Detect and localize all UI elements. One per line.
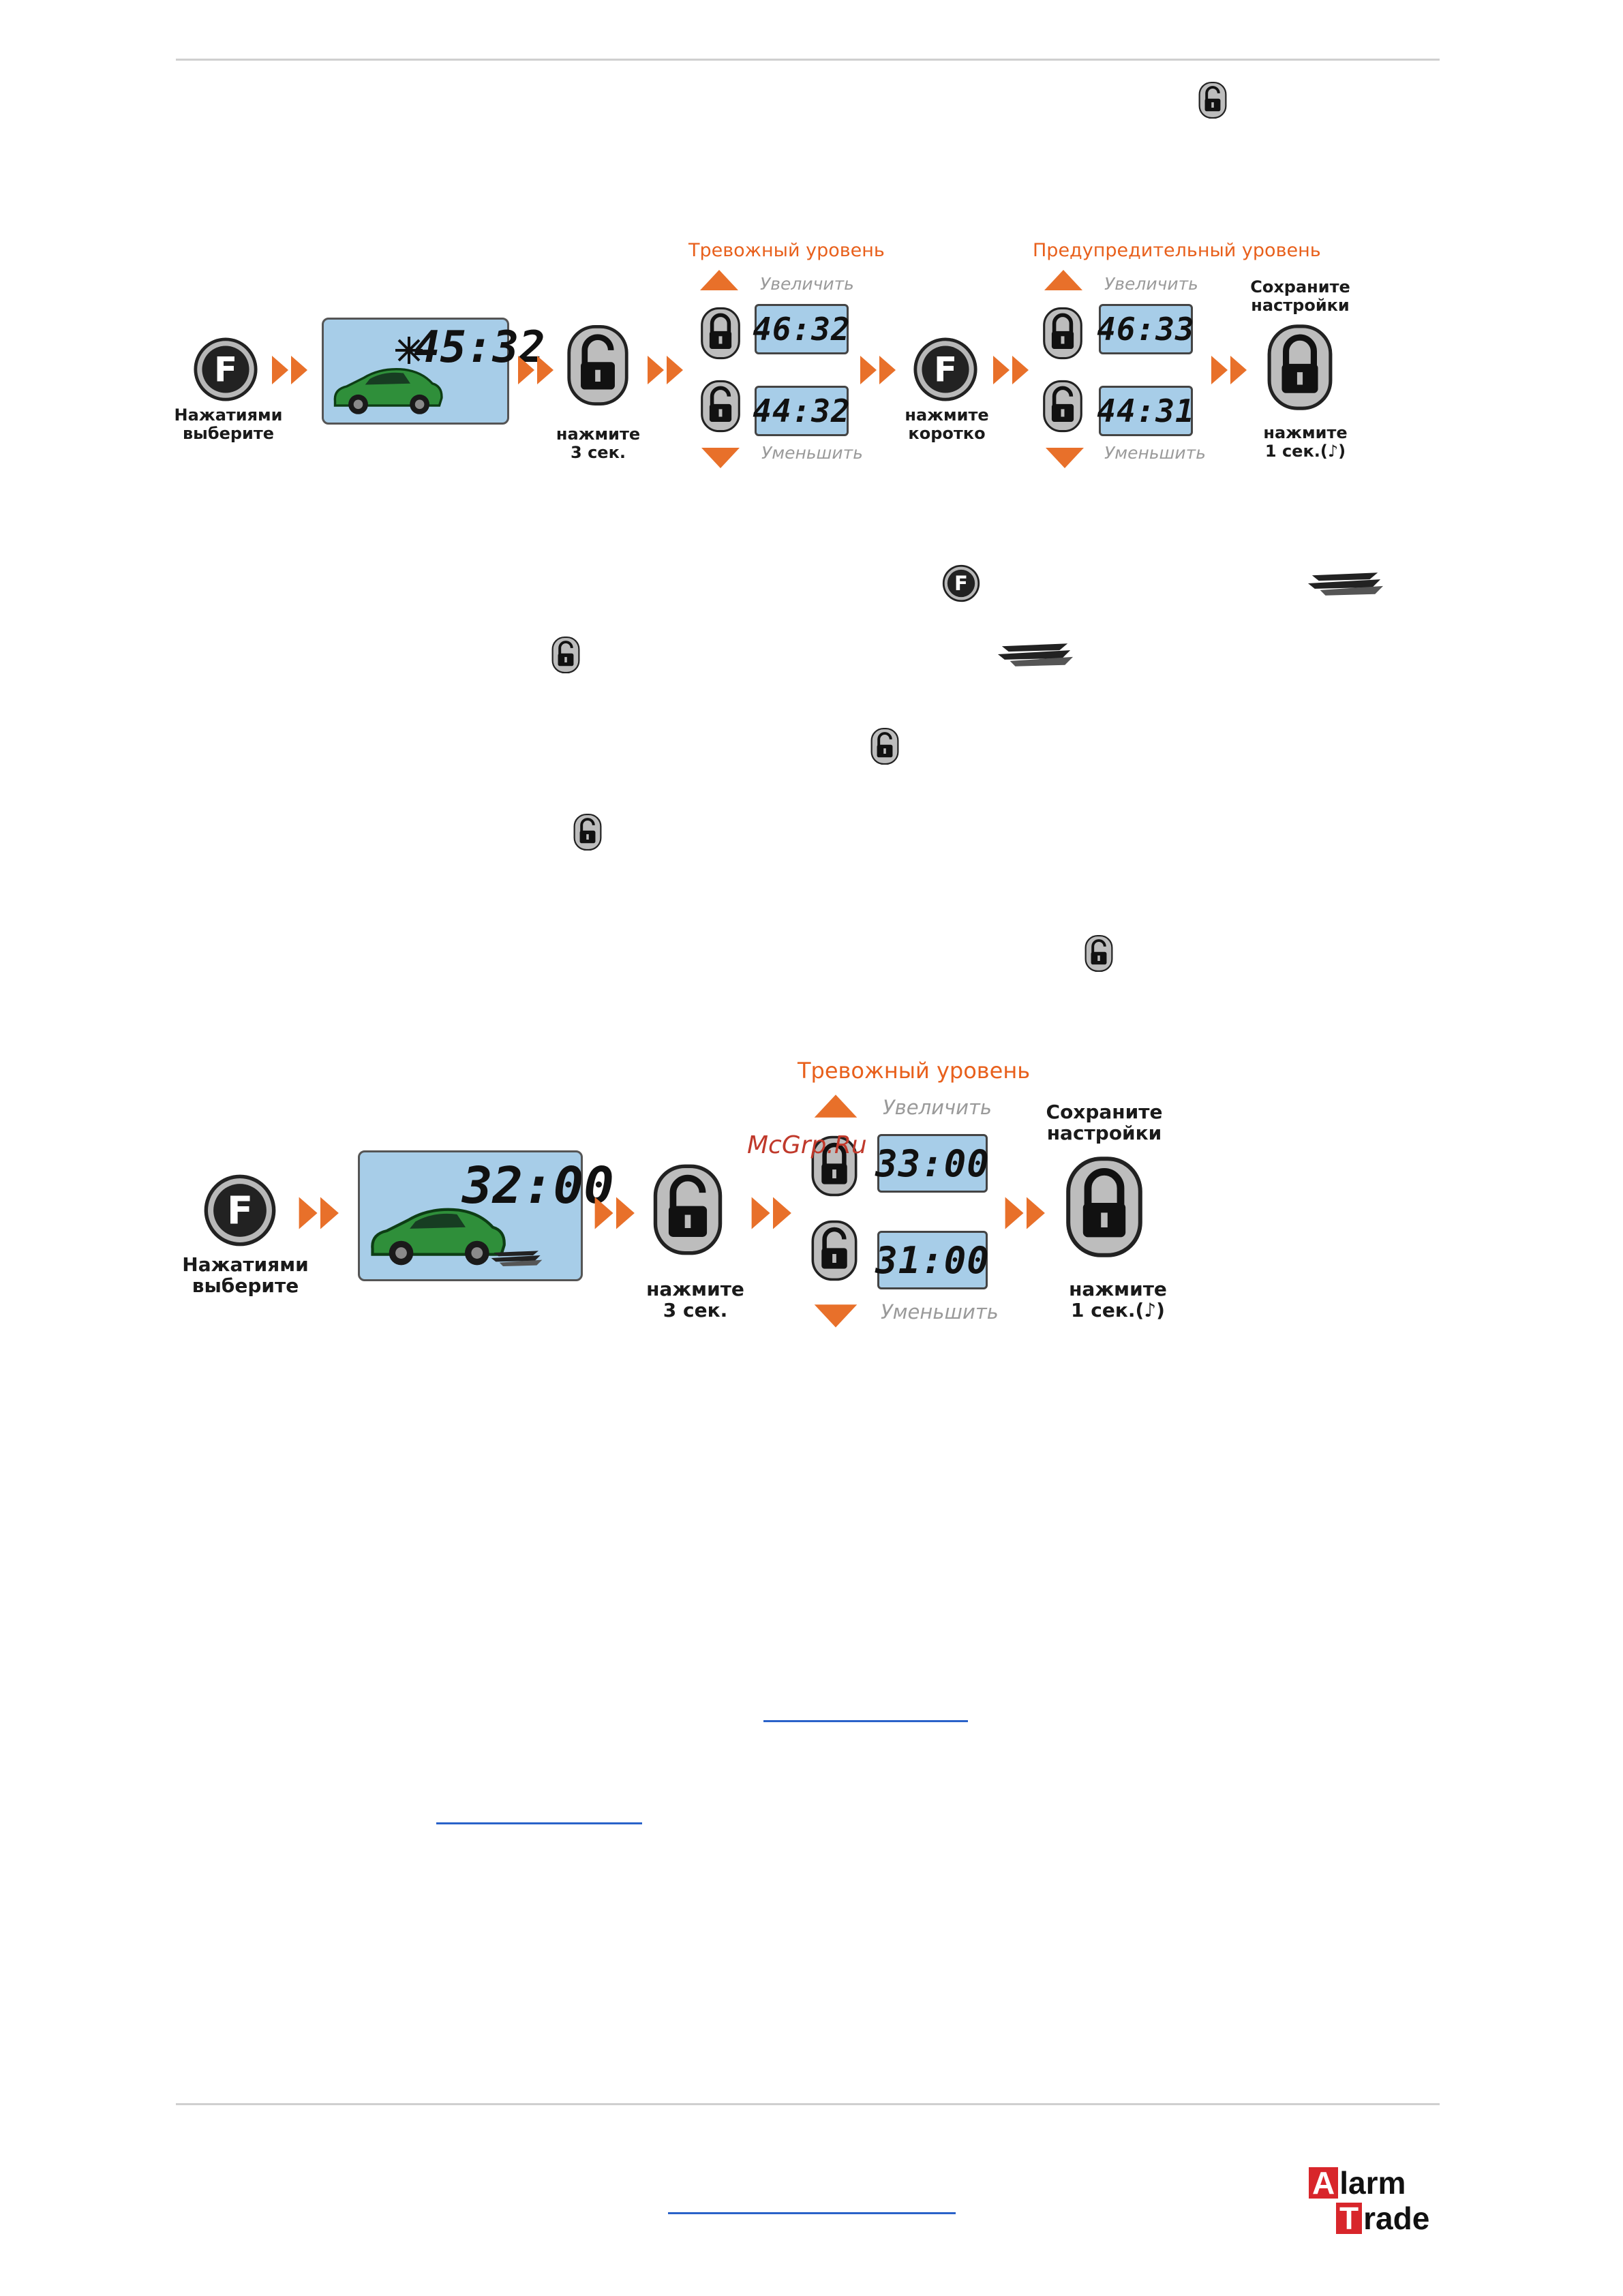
increase-hint: Увеличить	[883, 1096, 992, 1119]
hyperlink-underline[interactable]	[436, 1822, 642, 1824]
lock-closed-button-icon	[1063, 1152, 1145, 1262]
triangle-up-icon	[1043, 269, 1084, 292]
header-divider	[176, 59, 1440, 61]
warning-down-value: 44:31	[1097, 386, 1194, 436]
lock-button-icon	[651, 1160, 725, 1259]
press-short-caption: нажмите коротко	[905, 405, 989, 443]
arrow-right-icon	[297, 1194, 344, 1232]
alarm-up-value: 46:32	[753, 304, 850, 354]
alarm-level-title: Тревожный уровень	[798, 1058, 1031, 1084]
decrease-hint: Уменьшить	[761, 443, 863, 463]
lock-button-icon	[1084, 934, 1114, 973]
lock-button-icon	[565, 322, 631, 409]
arrow-right-icon	[992, 353, 1033, 387]
decrease-hint: Уменьшить	[881, 1300, 999, 1323]
step-select-caption: Нажатиями выберите	[182, 1253, 309, 1297]
lock-button-icon	[810, 1213, 859, 1288]
f-button-icon	[942, 564, 980, 602]
step-select-caption: Нажатиями выберите	[174, 405, 283, 443]
triangle-up-icon	[699, 269, 740, 292]
watermark: McGrp.Ru	[747, 1131, 867, 1159]
remote-screen: 45:32	[322, 318, 545, 425]
lock-button-icon	[699, 373, 742, 439]
press-3s-caption: нажмите 3 сек.	[646, 1278, 744, 1321]
save-settings-caption: Сохраните настройки	[1046, 1101, 1163, 1144]
triangle-down-icon	[1044, 446, 1085, 470]
lock-closed-button-icon	[1042, 301, 1084, 366]
lock-button-icon	[551, 635, 581, 675]
arrow-right-icon	[646, 353, 687, 387]
shock-sensor-icon	[995, 641, 1076, 668]
warning-level-title: Предупредительный уровень	[1033, 240, 1321, 261]
arrow-right-icon	[859, 353, 900, 387]
arrow-right-icon	[271, 353, 312, 387]
arrow-right-icon	[593, 1194, 639, 1232]
lock-button-icon	[1198, 80, 1228, 120]
hyperlink-underline[interactable]	[763, 1720, 968, 1722]
arrow-right-icon	[750, 1194, 796, 1232]
footer-divider	[176, 2103, 1440, 2105]
press-1s-caption: нажмите 1 сек.(♪)	[1069, 1278, 1167, 1321]
alarm-level-title: Тревожный уровень	[688, 240, 885, 261]
f-button-icon	[913, 337, 978, 402]
lock-button-icon	[573, 812, 603, 852]
arrow-right-icon	[1210, 353, 1251, 387]
increase-hint: Увеличить	[1104, 274, 1198, 294]
f-button-icon	[193, 337, 258, 402]
remote-screen: 32:00	[358, 1150, 614, 1281]
press-3s-caption: нажмите 3 сек.	[556, 425, 641, 462]
save-settings-caption: Сохраните настройки	[1250, 277, 1350, 315]
alarm-down-value: 44:32	[753, 386, 850, 436]
shock-sensor-icon	[489, 1248, 544, 1268]
triangle-down-icon	[813, 1303, 859, 1329]
screen-time: 32:00	[462, 1157, 614, 1215]
lock-button-icon	[1042, 373, 1084, 439]
alarm-up-value: 33:00	[875, 1134, 989, 1193]
decrease-hint: Уменьшить	[1104, 443, 1206, 463]
arrow-right-icon	[1003, 1194, 1050, 1232]
increase-hint: Увеличить	[760, 274, 854, 294]
shock-sensor-icon	[395, 337, 423, 364]
triangle-down-icon	[700, 446, 741, 470]
lock-closed-button-icon	[699, 301, 742, 366]
arrow-right-icon	[517, 353, 558, 387]
press-1s-caption: нажмите 1 сек.(♪)	[1263, 423, 1348, 461]
lock-button-icon	[870, 726, 900, 766]
lock-closed-button-icon	[1265, 320, 1335, 414]
shock-sensor-icon	[1305, 570, 1386, 597]
alarm-down-value: 31:00	[875, 1231, 989, 1289]
warning-up-value: 46:33	[1097, 304, 1194, 354]
triangle-up-icon	[813, 1093, 859, 1119]
f-button-icon	[203, 1174, 277, 1247]
footer-hyperlink-underline[interactable]	[668, 2212, 956, 2214]
